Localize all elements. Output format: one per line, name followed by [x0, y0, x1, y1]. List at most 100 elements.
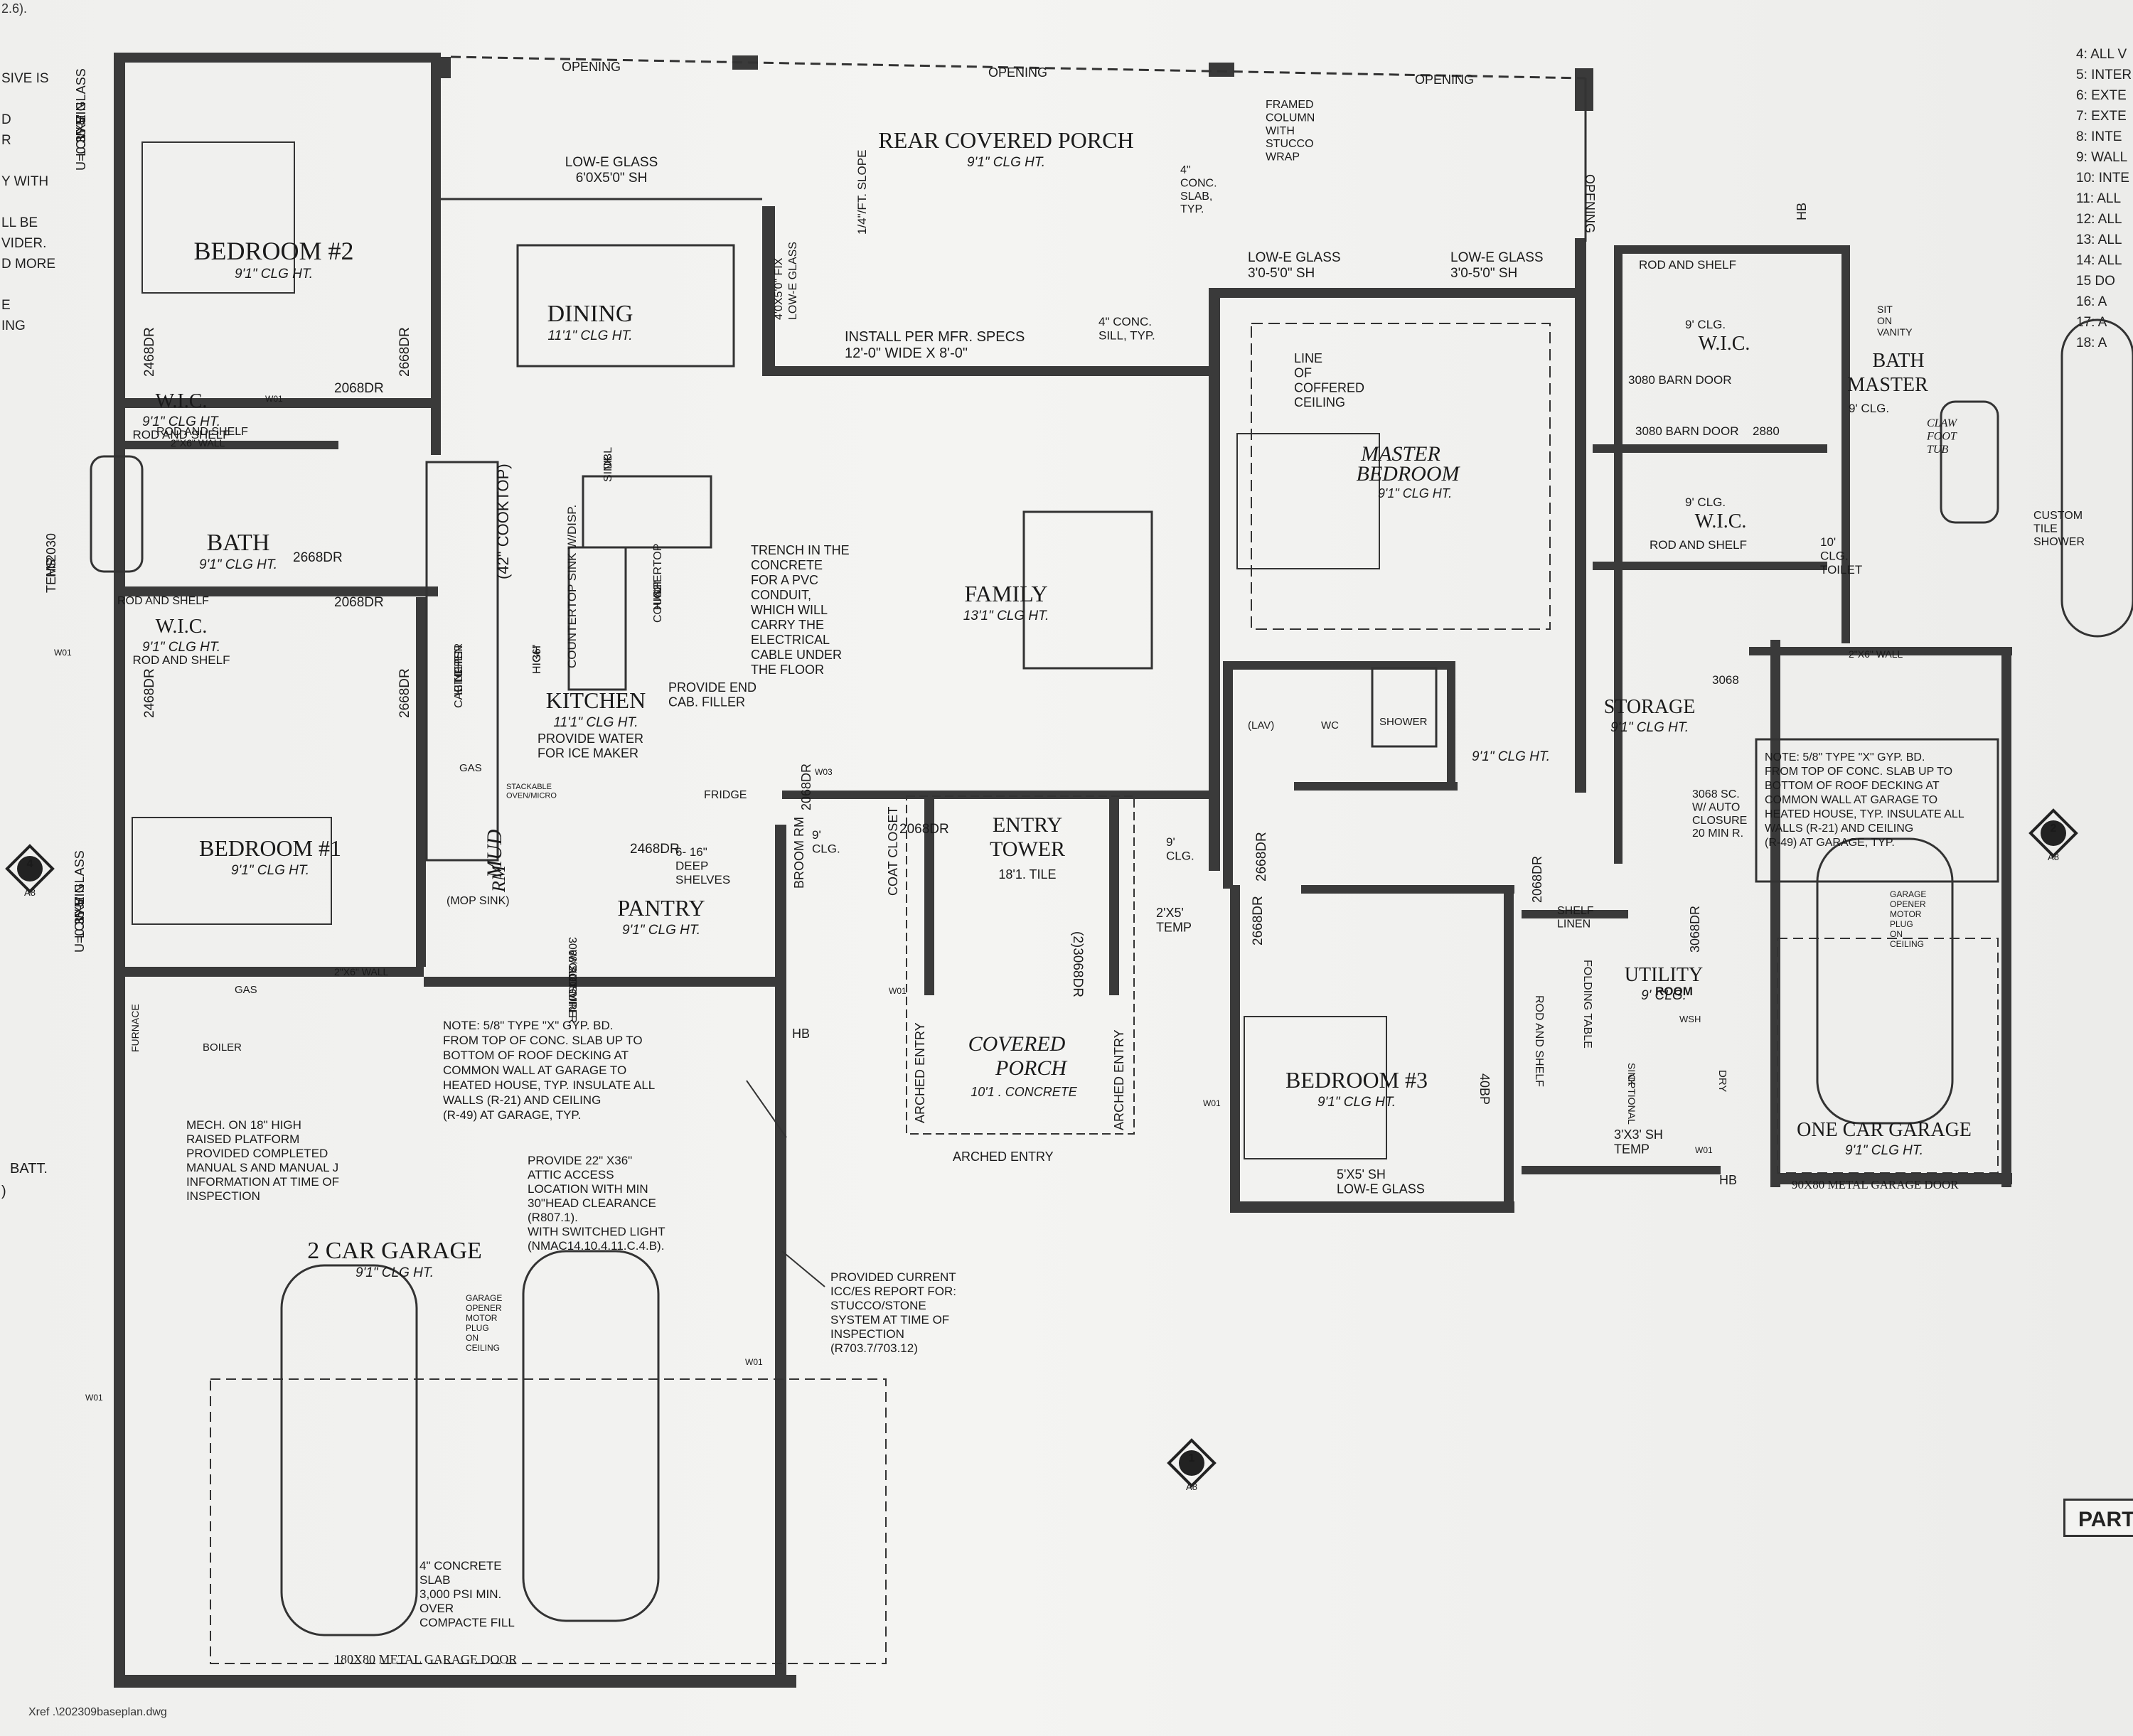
room-ceiling-bath-master: 9' CLG. [1849, 402, 1889, 415]
plan-label: FRAMED [1266, 99, 1314, 111]
plan-label: TUB [1927, 444, 1948, 456]
kitchen-island [582, 475, 712, 549]
plan-label: OPTIONAL [1626, 1074, 1637, 1125]
plan-label: CABINETS [453, 651, 465, 708]
wall [114, 1675, 796, 1688]
plan-label: CONC. [1180, 177, 1217, 189]
plan-label: PROVIDED CURRENT [830, 1270, 956, 1284]
plan-label: FOR ICE MAKER [538, 746, 638, 761]
room-sub-utility: ROOM [1655, 985, 1693, 998]
room-name-wic2: W.I.C. [156, 616, 208, 638]
porch-edge-line [450, 55, 1586, 80]
leader-line [746, 1080, 787, 1138]
plan-label: TEMP [44, 557, 58, 593]
room-name-wic4: W.I.C. [1695, 510, 1747, 532]
rod-shelf-label: ROD AND SHELF [156, 426, 248, 438]
section-marker-right: 2 [2028, 808, 2078, 858]
wall [1749, 647, 2012, 655]
plan-label: (NMAC14.10.4.11.C.4.B). [528, 1239, 664, 1253]
rod-shelf-label: ROD AND SHELF [117, 595, 209, 607]
door-label: 2068DR [334, 595, 384, 610]
plan-label: COLUMN [1266, 112, 1315, 124]
coat-closet-label: COAT CLOSET [886, 807, 900, 896]
door-label: 2668DR [293, 550, 343, 565]
plan-label: SHOWER [2033, 536, 2085, 548]
window-tag: W01 [1695, 1145, 1713, 1155]
plan-label: LOW-E GLASS [565, 155, 658, 170]
wall [1593, 444, 1827, 453]
plan-label: CARRY THE [751, 618, 824, 632]
shower-label: SHOWER [1379, 716, 1428, 728]
section-number: 4 [27, 858, 33, 870]
walls [114, 53, 2012, 1688]
claw-foot-tub [1940, 400, 1999, 524]
wall [1614, 245, 1623, 864]
margin-note-line: LL BE [1, 215, 38, 230]
door-label: (2)3068DR [1070, 931, 1085, 997]
plan-label: MOTOR [1890, 909, 1922, 919]
plan-label: CLOSURE [566, 963, 578, 1017]
plan-label: VANITY [1877, 326, 1913, 338]
plan-label: DEEP [675, 859, 708, 873]
window-tag: W01 [265, 394, 283, 404]
room-name-bedroom2: BEDROOM #2 [193, 237, 353, 265]
room-ceiling-wic2: 9'1" CLG HT. [142, 640, 220, 655]
garage-door-label: 180X80 METAL GARAGE DOOR [334, 1652, 517, 1666]
plan-label: 9' [1166, 835, 1175, 849]
plan-label: CLG. [1820, 550, 1849, 563]
plan-label: CEILING [1890, 939, 1924, 949]
plan-label: LOW-E GLASS [1248, 250, 1341, 265]
section-marker-bottom: 1 [1167, 1438, 1217, 1488]
drawing-lines [90, 55, 2133, 1664]
plan-label: TILE [2033, 523, 2058, 535]
window-tag: W01 [745, 1357, 763, 1367]
margin-note-line: 14: ALL [2076, 253, 2122, 268]
folding-table-label: FOLDING TABLE [1581, 960, 1593, 1049]
door-label: 2468DR [630, 842, 680, 857]
plan-label: 4" CONCRETE [419, 1559, 502, 1572]
wall [1522, 1166, 1721, 1174]
rod-shelf-label: ROD AND SHELF [1639, 258, 1736, 272]
plan-label: 9' [812, 828, 821, 842]
plan-label: 2'X5' [1156, 906, 1184, 920]
room-name-bedroom1: BEDROOM #1 [199, 835, 341, 861]
room-sub-covered-porch: PORCH [995, 1056, 1068, 1080]
room-ceiling-garage2: 9'1" CLG HT. [356, 1265, 434, 1280]
room-ceiling-wic1: 9'1" CLG HT. [142, 414, 220, 429]
plan-label: HIGH [531, 645, 543, 674]
opening-label: OPENING [1415, 73, 1474, 87]
hose-bib-label: HB [1719, 1173, 1737, 1187]
plan-label: CABLE UNDER [751, 648, 842, 662]
room-name-garage1: ONE CAR GARAGE [1797, 1119, 1972, 1141]
plan-label: SHELVES [675, 873, 730, 886]
plan-label: LINEN [1557, 918, 1591, 930]
plan-label: WRAP [1266, 151, 1300, 164]
plan-label: COMMON WALL AT GARAGE TO [1765, 794, 1937, 806]
plan-label: 10' [1820, 535, 1836, 549]
plan-label: W/ AUTO [1692, 801, 1740, 813]
plan-label: STUCCO [1266, 138, 1314, 150]
margin-note-line: SIVE IS [1, 71, 49, 86]
room-name-wic3: W.I.C. [1699, 333, 1750, 355]
custom-shower-outline [2060, 318, 2133, 638]
margin-note-line: E [1, 298, 11, 313]
wall [782, 791, 1209, 799]
room-ceiling-pantry: 9'1" CLG HT. [622, 923, 700, 938]
room-ceiling-bedroom2: 9'1" CLG HT. [235, 267, 313, 282]
plan-label: 20 MIN R. [1692, 827, 1743, 840]
plan-label: 3'0-5'0" SH [1450, 266, 1517, 281]
room-ceiling-entry: 18'1. TILE [998, 867, 1056, 882]
room-name-bath-master: BATH [1872, 350, 1924, 372]
room-sub-wic2: ROD AND SHELF [133, 653, 230, 667]
door-label: 2668DR [1254, 832, 1269, 882]
plan-label: (R703.7/703.12) [830, 1341, 918, 1355]
room-name-wic1: W.I.C. [156, 390, 208, 412]
arched-entry-label: ARCHED ENTRY [913, 1022, 927, 1123]
bed-outline [1236, 433, 1380, 569]
room-sub-entry: TOWER [990, 837, 1065, 861]
plan-label: RAISED PLATFORM [186, 1132, 299, 1146]
boiler-label: BOILER [203, 1041, 242, 1054]
plan-label: COFFERED [1294, 380, 1364, 395]
